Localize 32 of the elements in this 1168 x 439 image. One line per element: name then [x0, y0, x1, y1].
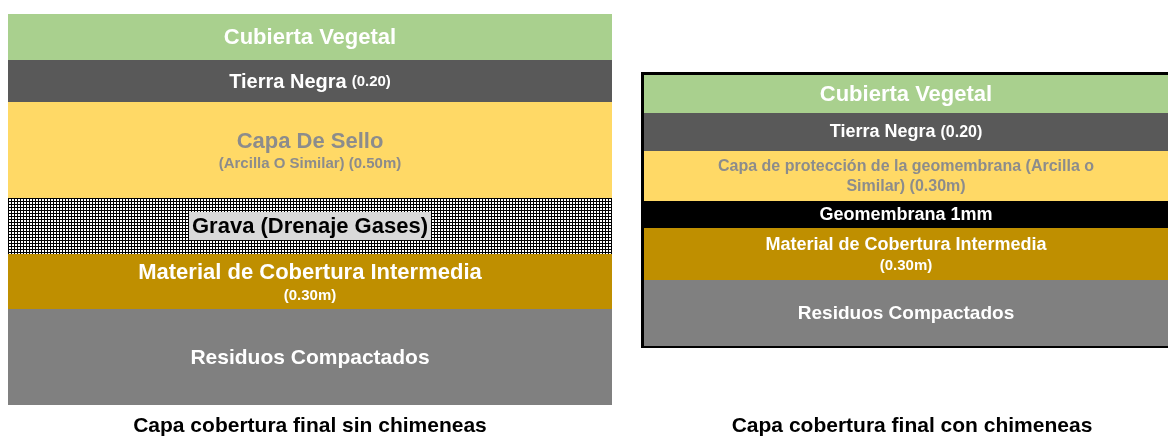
waste-layer — [644, 280, 1168, 346]
figure-caption: Capa cobertura final con chimeneas — [731, 413, 1093, 437]
layer-label: Capa De Sello — [235, 127, 385, 155]
soil-layer — [8, 254, 612, 309]
layer-label: Cubierta Vegetal — [818, 80, 994, 108]
layer-label: Grava (Drenaje Gases) — [189, 211, 431, 241]
thickness-label: (Arcilla O Similar) (0.50m) — [217, 154, 403, 173]
geomembrane-layer — [644, 201, 1168, 228]
layer-label: Capa de protección de la geomembrana (Arcilla o Similar) (0.30m) — [716, 156, 1096, 196]
layer-label: Tierra Negra — [229, 69, 347, 93]
figure-caption: Capa cobertura final sin chimeneas — [133, 413, 487, 437]
thickness-label: (0.20) — [940, 122, 983, 142]
soil-layer — [8, 102, 612, 198]
gravel-layer — [8, 198, 612, 254]
thickness-label: (0.20) — [351, 72, 391, 90]
soil-layer — [8, 14, 612, 60]
cross-section-frame — [641, 72, 1168, 348]
layer-label: Material de Cobertura Intermedia — [764, 234, 1048, 256]
soil-layer — [8, 60, 612, 102]
soil-layer — [644, 75, 1168, 113]
soil-layer — [644, 151, 1168, 201]
layer-label: Residuos Compactados — [796, 301, 1016, 325]
thickness-label: (0.30m) — [282, 285, 338, 304]
layer-label: Cubierta Vegetal — [222, 23, 398, 51]
layer-label: Geomembrana 1mm — [818, 203, 994, 226]
soil-layer — [644, 113, 1168, 151]
soil-layer — [644, 228, 1168, 280]
layer-label: Material de Cobertura Intermedia — [137, 259, 483, 286]
layer-label: Tierra Negra — [829, 121, 936, 143]
layer-label: Residuos Compactados — [189, 344, 431, 370]
waste-layer — [8, 309, 612, 405]
thickness-label: (0.30m) — [878, 255, 934, 274]
